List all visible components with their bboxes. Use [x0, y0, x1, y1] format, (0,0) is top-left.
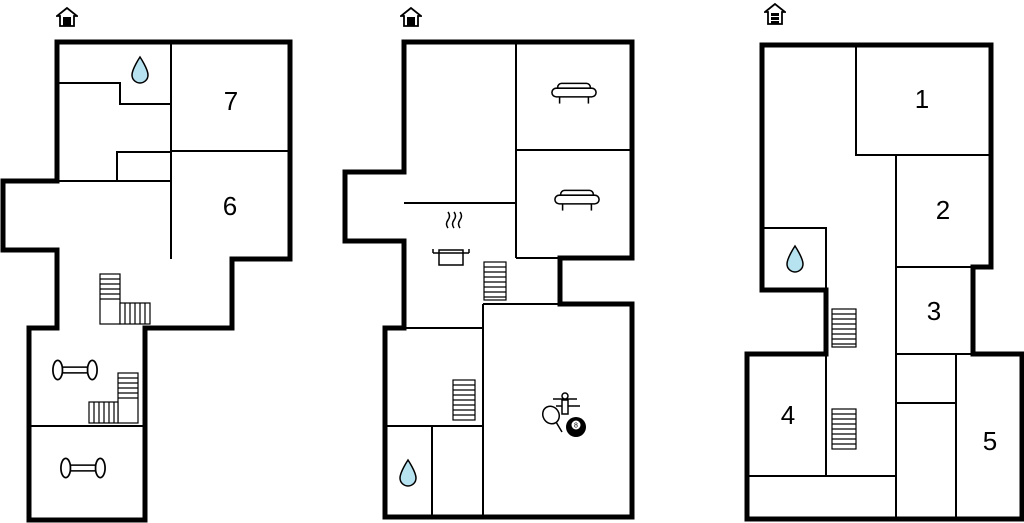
water-drop-icon	[786, 245, 804, 273]
outer-wall	[342, 39, 635, 520]
staircase-icon	[88, 372, 139, 424]
inner-walls	[29, 42, 290, 427]
room-6-label: 6	[223, 191, 237, 221]
floor-plan-right: 1 2 3 4 5	[744, 3, 1024, 522]
dumbbell-icon	[60, 457, 106, 479]
inner-walls	[385, 42, 632, 517]
inner-walls	[747, 45, 991, 519]
table-tennis-icon	[541, 405, 563, 433]
staircase-icon	[452, 379, 476, 421]
house-level-icon	[764, 3, 786, 25]
room-7-label: 7	[224, 86, 238, 116]
water-drop-icon	[399, 459, 417, 487]
house-level-icon	[56, 7, 78, 27]
billiard-ball-icon: 8	[566, 417, 586, 437]
table-football-icon	[553, 392, 580, 415]
room-4-label: 4	[781, 400, 795, 430]
room-3-label: 3	[927, 296, 941, 326]
staircase-icon	[99, 273, 151, 325]
staircase-icon	[483, 261, 507, 301]
outer-wall	[0, 39, 293, 523]
dumbbell-icon	[52, 359, 98, 381]
billiard-ball-number: 8	[574, 423, 578, 430]
staircase-icon	[831, 408, 857, 450]
outer-wall	[744, 42, 1024, 522]
floor-plan-middle: 8	[342, 7, 635, 520]
room-5-label: 5	[983, 426, 997, 456]
room-2-label: 2	[936, 195, 950, 225]
sofa-icon	[551, 82, 597, 105]
cooking-pot-icon	[432, 211, 470, 266]
staircase-icon	[831, 308, 857, 348]
floor-plan-left: 7 6	[0, 7, 293, 523]
room-1-label: 1	[915, 84, 929, 114]
water-drop-icon	[131, 56, 149, 84]
house-level-icon	[400, 7, 422, 27]
sofa-icon	[554, 189, 600, 212]
